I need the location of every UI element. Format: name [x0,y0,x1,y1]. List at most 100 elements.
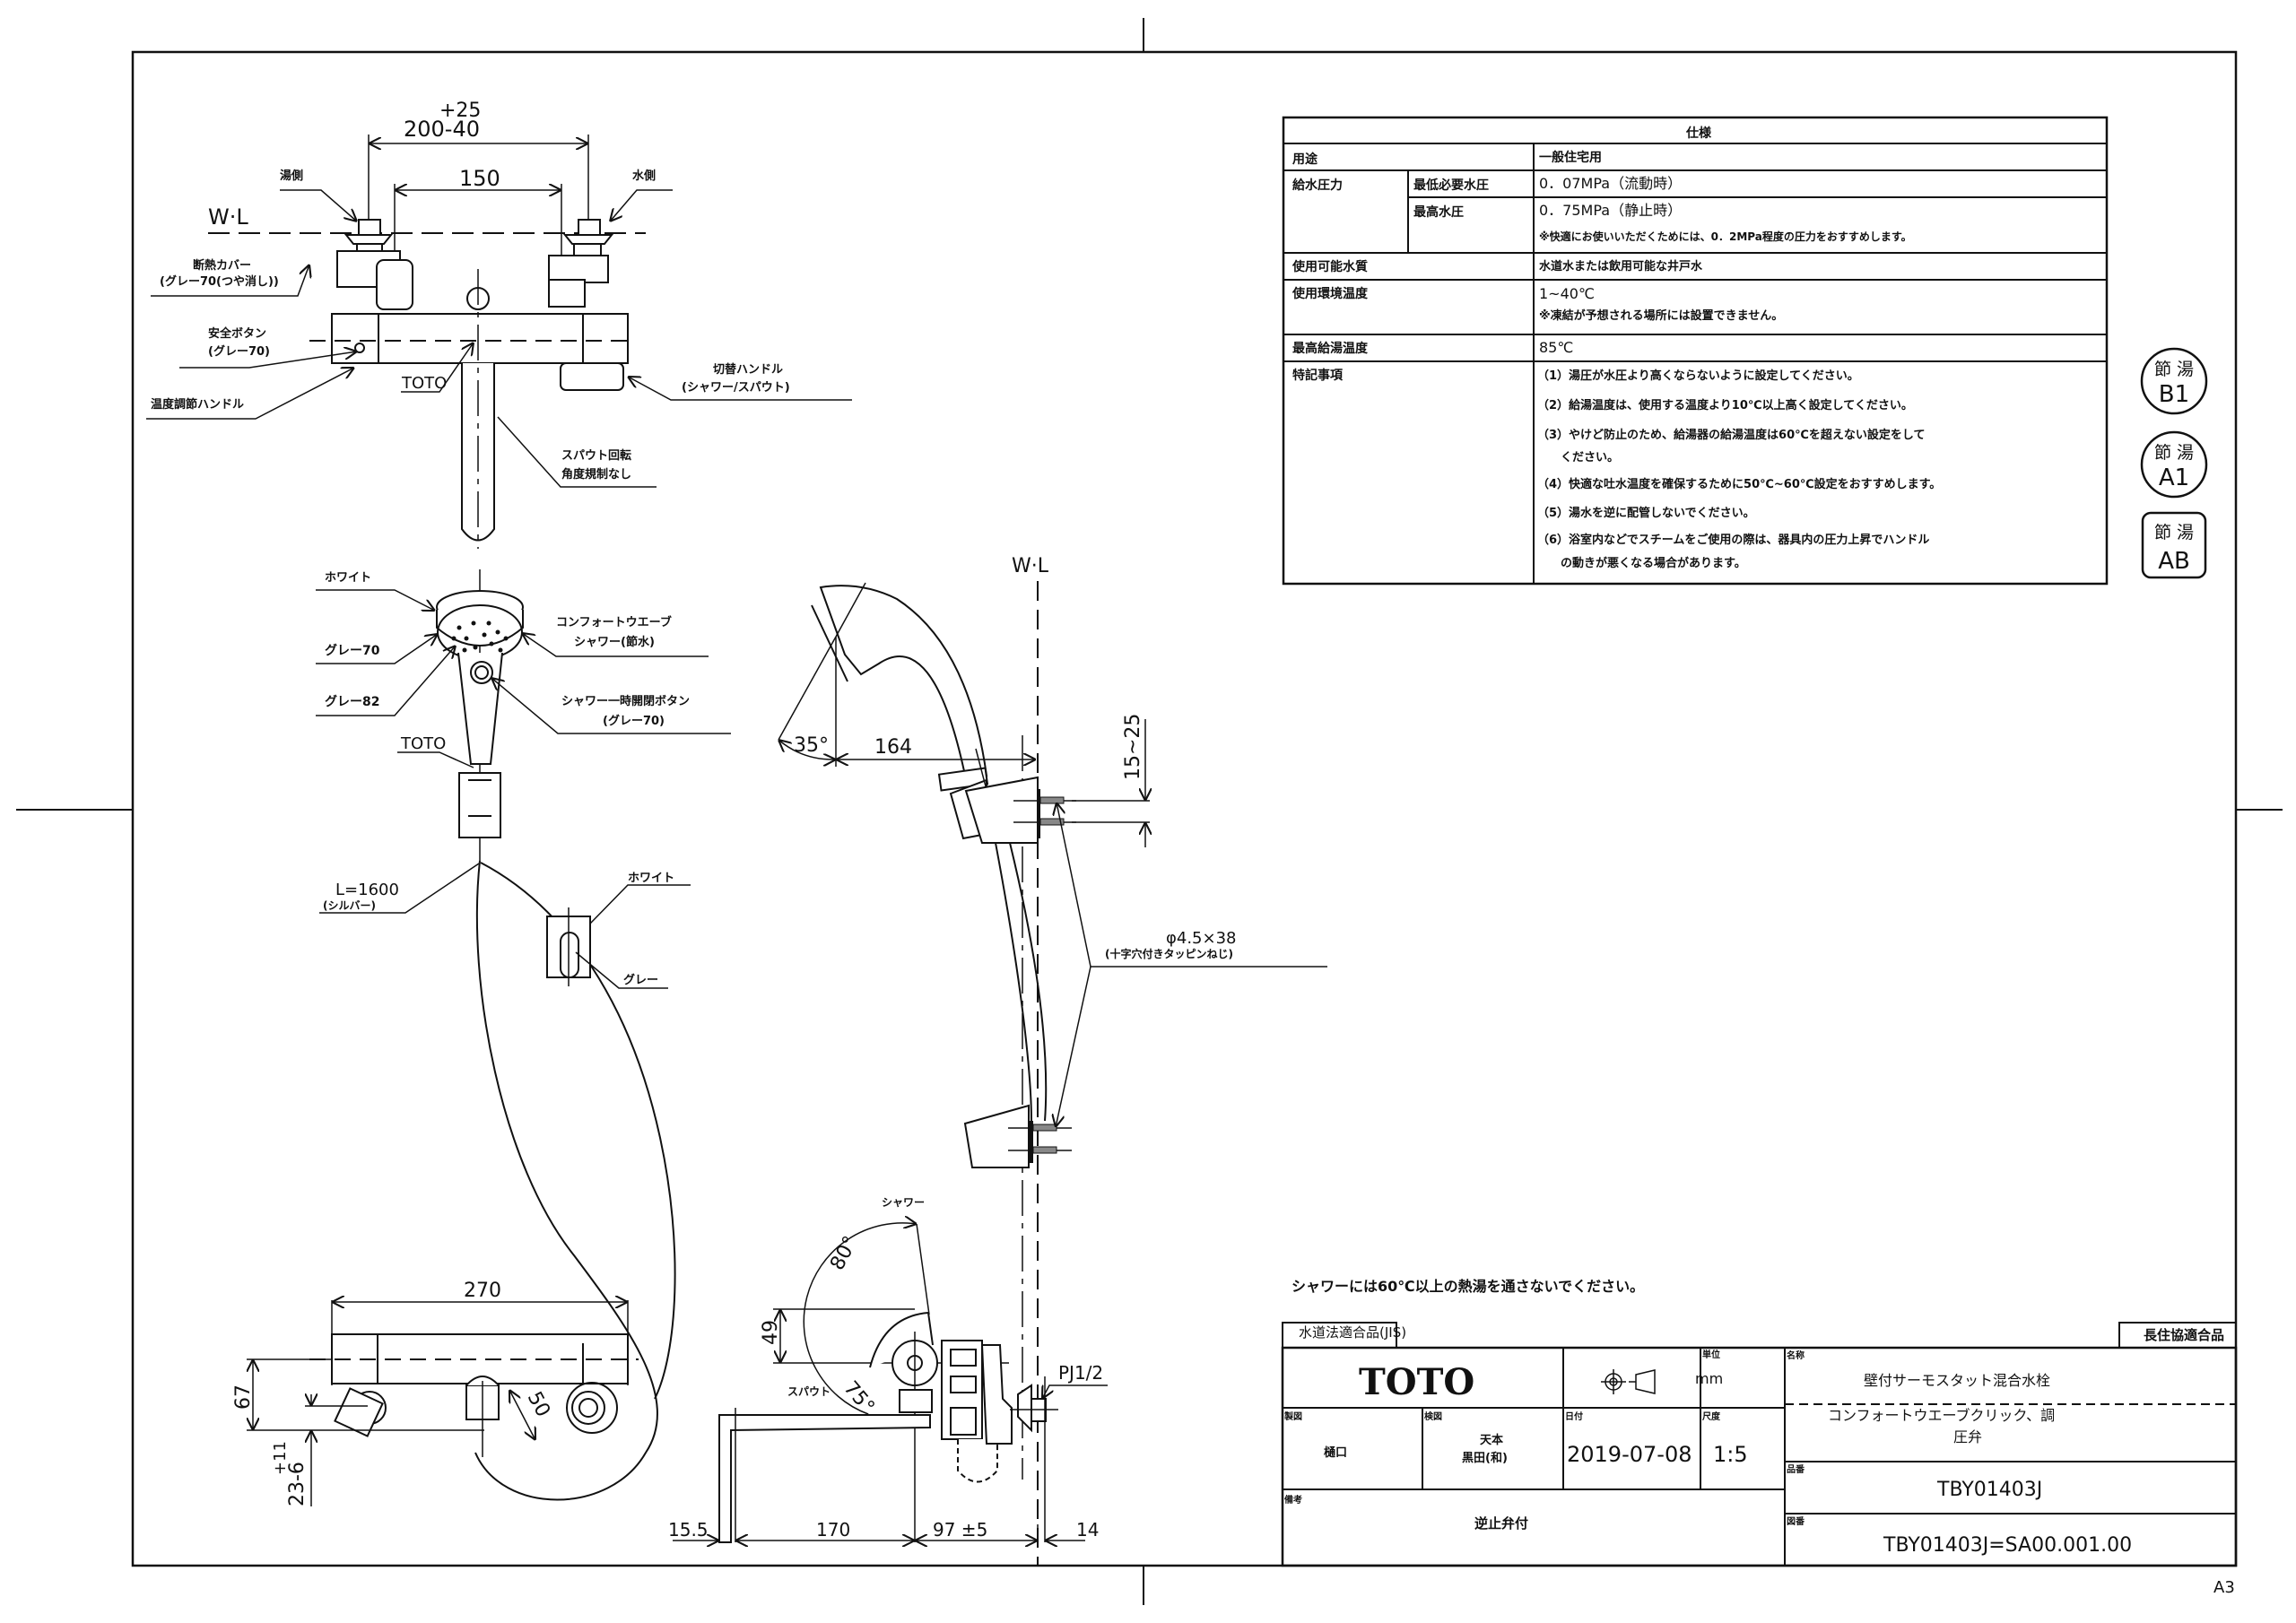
shower-holes [451,621,509,653]
water-saving-badge-b1: 節 湯 B1 [2140,347,2208,415]
spec-label-water-quality: 使用可能水質 [1292,259,1368,274]
spec-note-6: （6）浴室内などでスチームをご使用の際は、器具内の圧力上昇でハンドル [1537,533,1929,547]
drawing-number-value: TBY01403J=SA00.001.00 [1883,1534,2132,1557]
dim-top: 200-40 [404,117,480,142]
dim-23-tolerance: +11 [271,1441,290,1475]
dim-top-tolerance: +25 [439,100,481,122]
spec-table-title: 仕様 [1685,126,1712,141]
toto-mark-label-shower: TOTO [400,734,446,753]
scale-label: 尺度 [1702,1410,1721,1422]
sheet-size-label: A3 [2213,1578,2235,1597]
insulation-cover-label-2: (グレー70(つや消し)) [160,274,279,289]
hose-length-label: L=1600 [335,881,399,899]
remarks-value: 逆止弁付 [1474,1515,1528,1532]
front-view: +25 200-40 150 W·L 湯側 水側 [146,100,852,549]
spec-sublabel-max-pressure: 最高水圧 [1413,204,1464,220]
dim-23-label: 23-6 [286,1462,309,1506]
spec-note-3: （3）やけど防止のため、給湯器の給湯温度は60℃を超えない設定をして [1537,428,1926,442]
dim-49-label: 49 [760,1320,782,1345]
faucet-body-front [331,313,629,364]
projection-symbol-icon [1601,1369,1656,1394]
part-number-value: TBY01403J [1936,1479,2042,1501]
angle-35-label: 35° [794,734,829,757]
dim-14-label: 14 [1076,1519,1099,1541]
dim-15-5-label: 15.5 [668,1519,709,1541]
toto-mark-label-front: TOTO [401,374,447,393]
screw-type-label: (十字穴付きタッピンねじ) [1105,947,1233,960]
temp-handle-label: 温度調節ハンドル [151,397,244,412]
spec-value-max-hot-temp: 85℃ [1539,339,1573,356]
screw-size-label: φ4.5×38 [1166,929,1237,948]
jis-compliance-label: 水道法適合品(JIS) [1299,1324,1406,1341]
title-block [1281,1322,2238,1567]
holder-white-label: ホワイト [628,872,674,885]
spec-label-supply-pressure: 給水圧力 [1292,178,1343,193]
dim-150: 150 [459,166,500,191]
badge-ab-bottom: AB [2158,548,2190,575]
spec-note-pressure: ※快適にお使いいただくためには、0．2MPa程度の圧力をおすすめします。 [1539,230,1912,243]
stop-button-label-1: シャワー一時開閉ボタン [561,694,690,708]
spec-note-2: （2）給湯温度は、使用する温度より10℃以上高く設定してください。 [1537,398,1913,412]
spec-value-max-pressure: 0．75MPa（静止時） [1539,202,1682,219]
comfort-wave-label-1: コンフォートウエーブ [556,615,672,629]
badge-a1-bottom: A1 [2159,464,2189,491]
comfort-wave-label-2: シャワー(節水) [574,635,655,649]
stop-button-label-2: (グレー70) [603,714,665,728]
drawn-by-label: 製図 [1283,1410,1302,1422]
unit-value: mm [1695,1370,1723,1387]
shower-gray70-label: グレー70 [325,643,380,658]
unit-label: 単位 [1702,1349,1720,1360]
badge-b1-bottom: B1 [2159,381,2189,408]
shower-gray82-label: グレー82 [325,694,379,709]
spec-value-min-pressure: 0．07MPa（流動時） [1539,175,1682,192]
dim-164-label: 164 [874,736,912,759]
drawn-by-value: 樋口 [1324,1445,1347,1460]
product-name-value-3: 圧弁 [1953,1428,1982,1445]
shower-direction-label: シャワー [882,1196,925,1209]
switch-handle-label-1: 切替ハンドル [713,362,783,377]
water-saving-badge-a1: 節 湯 A1 [2140,430,2208,499]
product-name-label: 名称 [1787,1350,1805,1361]
product-name-value-2: コンフォートウエーブクリック、調 [1828,1407,2055,1424]
cold-side-label: 水側 [632,169,656,183]
spec-label-notes: 特記事項 [1292,368,1344,383]
dim-170-label: 170 [816,1519,850,1541]
spec-label-usage: 用途 [1292,152,1318,167]
date-label: 日付 [1565,1410,1583,1422]
wl-label-front: W·L [208,204,248,230]
spec-sublabel-min-pressure: 最低必要水圧 [1413,178,1489,193]
shower-white-label: ホワイト [325,571,371,585]
pj-label: PJ1/2 [1058,1362,1103,1384]
dim-97-label: 97 ±5 [933,1519,987,1541]
safety-button-label-2: (グレー70) [208,344,270,359]
badge-b1-top: 節 湯 [2154,360,2194,379]
brand-logo: TOTO [1359,1361,1474,1403]
dim-50-label: 50 [523,1388,554,1420]
spec-note-ambient-temp: ※凍結が予想される場所には設置できません。 [1539,308,1783,323]
wl-label-side: W·L [1012,555,1049,577]
spec-note-6b: の動きが悪くなる場合があります。 [1537,556,1746,570]
hot-side-label: 湯側 [280,169,303,183]
part-number-label: 品番 [1787,1463,1805,1475]
choju-compliance-label: 長住協適合品 [2144,1327,2224,1343]
scale-value: 1:5 [1713,1442,1748,1467]
date-value: 2019-07-08 [1567,1442,1692,1467]
safety-button-label-1: 安全ボタン [208,326,266,341]
spec-value-water-quality: 水道水または飲用可能な井戸水 [1539,259,1703,273]
dim-15-25-label: 15~25 [1122,714,1144,780]
side-view: W·L 35° 164 [668,555,1327,1565]
holder-gray-label: グレー [623,973,658,987]
spec-table [1282,116,2109,586]
badge-a1-top: 節 湯 [2154,443,2194,463]
angle-75-label: 75° [839,1377,878,1419]
shower-head-view: ホワイト グレー70 グレー82 コンフォートウエーブ シャワー(節水) シャワ… [316,569,731,861]
spec-value-usage: 一般住宅用 [1539,150,1602,165]
checked-by-value-2: 黒田(和) [1462,1451,1508,1465]
spec-note-4: （4）快適な吐水温度を確保するために50℃~60℃設定をおすすめします。 [1537,477,1941,491]
spout-rotation-label-1: スパウト回転 [561,448,631,463]
angle-80-label: 80° [826,1233,862,1274]
spec-note-3b: ください。 [1537,451,1619,464]
dim-67-label: 67 [232,1384,255,1410]
spout-direction-label: スパウト [787,1385,831,1398]
